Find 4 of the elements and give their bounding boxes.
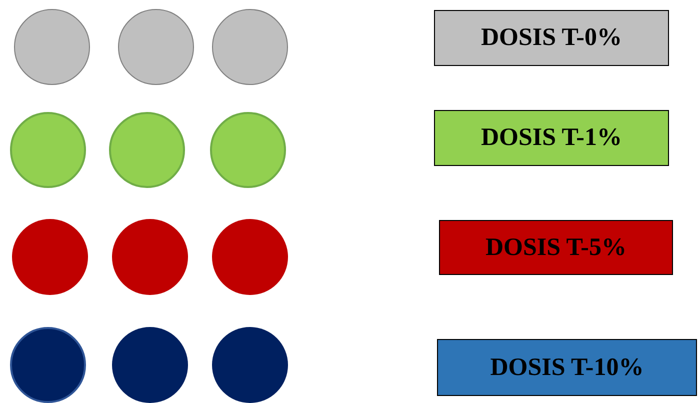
dose-label: DOSIS T-1% <box>434 110 669 166</box>
dose-label: DOSIS T-5% <box>439 220 673 275</box>
dose-label: DOSIS T-0% <box>434 10 669 66</box>
dose-label: DOSIS T-10% <box>437 339 697 396</box>
